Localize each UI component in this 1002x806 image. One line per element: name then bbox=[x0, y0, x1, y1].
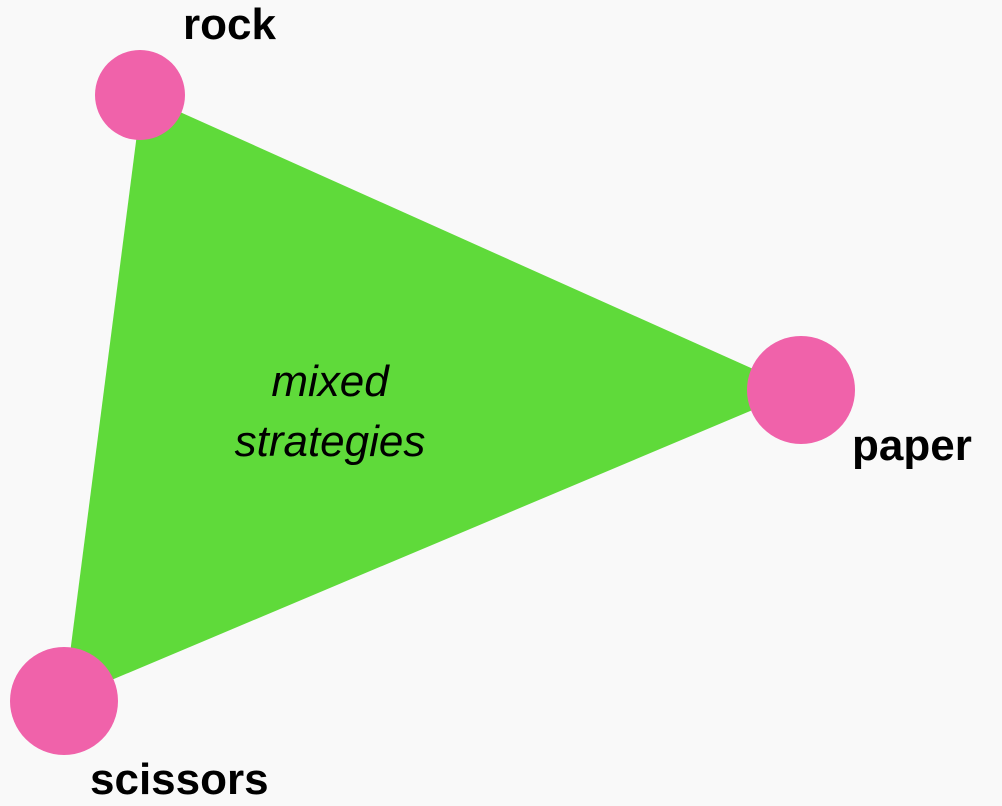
mixed-strategies-label: mixed strategies bbox=[180, 352, 480, 472]
vertex-rock bbox=[95, 50, 185, 140]
vertex-paper bbox=[747, 336, 855, 444]
paper-label: paper bbox=[852, 421, 972, 470]
rock-label: rock bbox=[183, 0, 276, 49]
mixed-strategy-triangle bbox=[64, 95, 800, 700]
scissors-label: scissors bbox=[90, 755, 269, 804]
mixed-strategies-line1: mixed bbox=[271, 357, 389, 406]
mixed-strategies-line2: strategies bbox=[234, 417, 426, 466]
vertex-scissors bbox=[10, 647, 118, 755]
